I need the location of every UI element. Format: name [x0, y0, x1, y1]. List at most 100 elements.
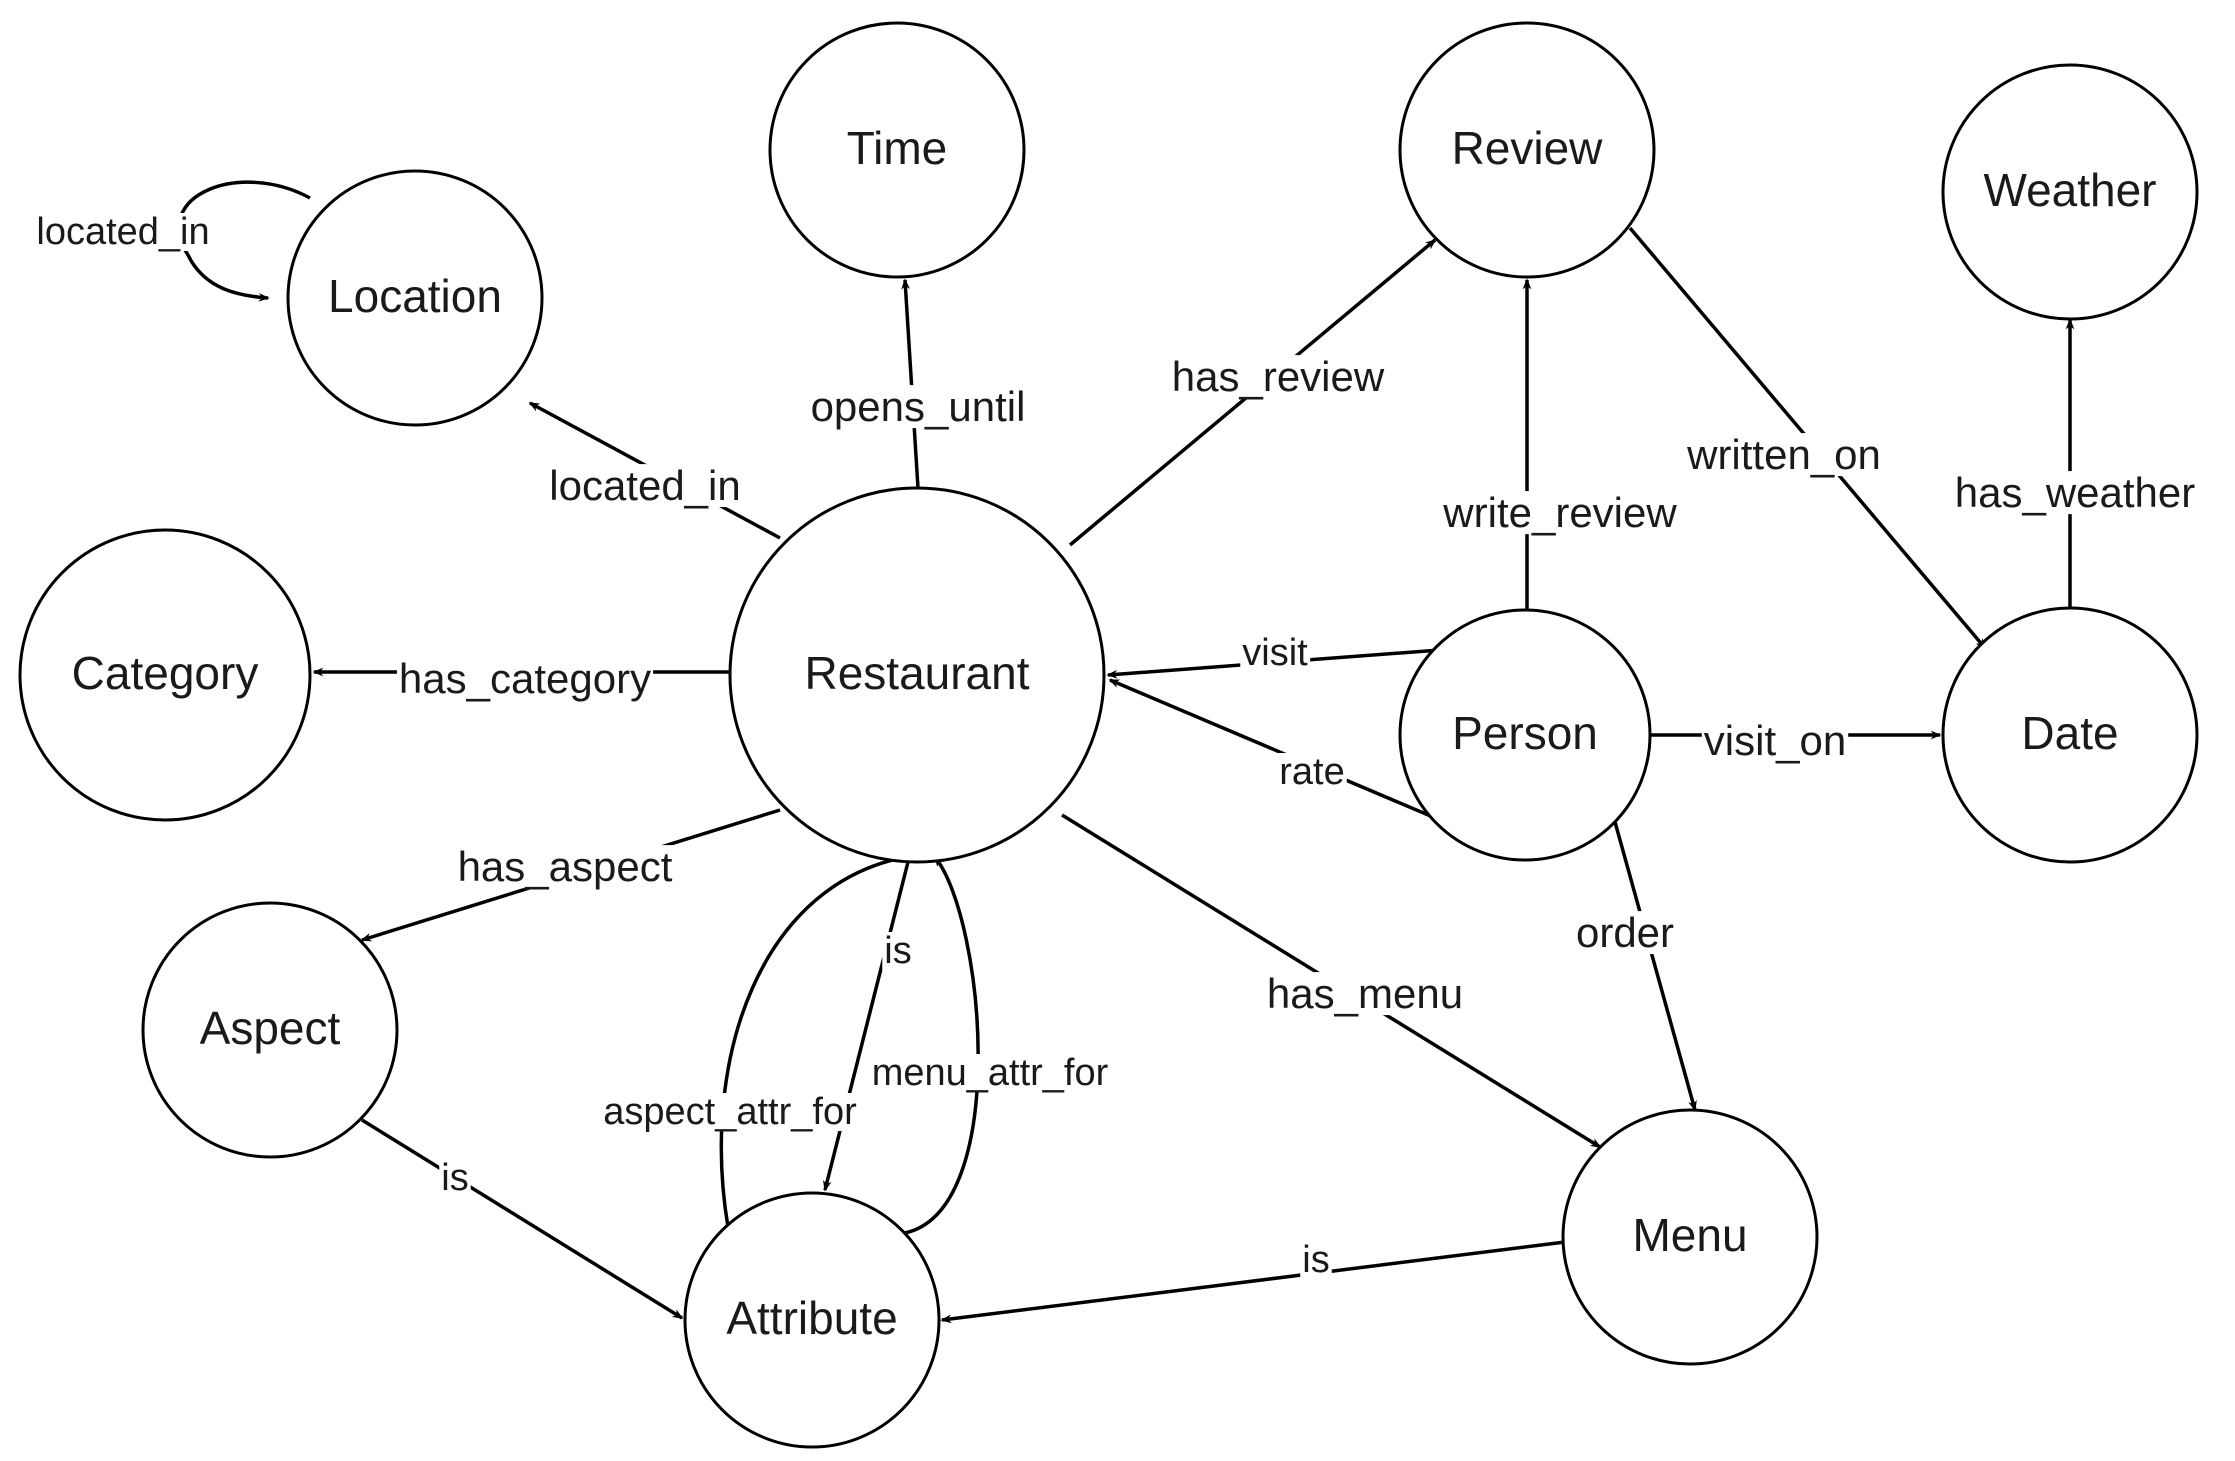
edge-label-aspect-attr: is	[441, 1157, 468, 1199]
edge-line-rest-time	[901, 278, 920, 489]
edge-label-rest-category: has_category	[399, 655, 651, 702]
node-menu: Menu	[1561, 1108, 1819, 1366]
node-label-person: Person	[1452, 707, 1598, 759]
edge-attr-aspect-attr-for	[719, 853, 914, 1228]
edge-label-group-attr-menu-attr-for: menu_attr_for	[869, 1052, 1111, 1094]
node-circle-review	[1398, 21, 1656, 279]
edge-label-person-rest-visit: visit	[1242, 632, 1308, 674]
node-category: Category	[18, 528, 312, 822]
edge-label-group-person-review: write_review	[1440, 489, 1680, 536]
edge-label-group-attr-aspect-attr-for: aspect_attr_for	[601, 1091, 860, 1133]
edge-label-bg-attr-rest-is	[882, 932, 914, 971]
node-weather: Weather	[1941, 63, 2199, 321]
edge-label-menu-attr: is	[1302, 1239, 1329, 1281]
edge-label-bg-rest-menu	[1264, 972, 1466, 1016]
edge-label-group-review-date: written_on	[1684, 431, 1883, 478]
node-circle-person	[1398, 608, 1652, 862]
node-label-date: Date	[2021, 707, 2118, 759]
node-label-aspect: Aspect	[200, 1002, 341, 1054]
edge-label-group-rest-loc: located_in	[547, 462, 743, 509]
edge-label-bg-person-rest-rate	[1277, 753, 1347, 792]
edge-person-menu	[1613, 821, 1697, 1112]
node-circle-date	[1941, 606, 2199, 864]
edge-line-attr-rest-is	[823, 861, 910, 1192]
edge-label-rest-loc: located_in	[549, 462, 740, 509]
edge-label-attr-menu-attr-for: menu_attr_for	[872, 1052, 1109, 1094]
node-label-category: Category	[72, 647, 259, 699]
edge-label-bg-person-date	[1701, 719, 1849, 763]
edge-label-rest-aspect: has_aspect	[458, 843, 673, 890]
edge-label-group-person-date: visit_on	[1701, 717, 1849, 764]
edge-line-attr-aspect-attr-for	[719, 853, 914, 1228]
node-circle-attribute	[683, 1191, 941, 1449]
edge-label-review-date: written_on	[1686, 431, 1881, 478]
edge-label-group-aspect-attr: is	[439, 1157, 471, 1199]
edge-line-person-rest-rate	[1108, 678, 1441, 822]
node-location: Location	[286, 169, 544, 427]
node-label-attribute: Attribute	[726, 1292, 897, 1344]
node-restaurant: Restaurant	[728, 486, 1106, 864]
node-label-menu: Menu	[1632, 1209, 1747, 1261]
edge-label-bg-attr-aspect-attr-for	[601, 1093, 860, 1132]
edge-line-person-menu	[1613, 821, 1697, 1112]
node-circle-aspect	[141, 901, 399, 1159]
edge-label-date-weather: has_weather	[1955, 469, 2196, 516]
edge-line-aspect-attr	[361, 1118, 684, 1320]
edge-attr-menu-attr-for	[904, 855, 980, 1235]
edge-label-group-rest-review: has_review	[1169, 353, 1387, 400]
node-person: Person	[1398, 608, 1652, 862]
edge-rest-time	[901, 278, 920, 489]
edge-label-person-menu: order	[1576, 909, 1674, 956]
edge-label-bg-person-menu	[1573, 911, 1677, 955]
edge-label-group-rest-menu: has_menu	[1264, 970, 1466, 1017]
edge-label-rest-time: opens_until	[811, 383, 1026, 430]
node-circle-time	[768, 21, 1026, 279]
edge-labels-layer: located_in located_in opens_until has_revie…	[34, 211, 2198, 1281]
node-review: Review	[1398, 21, 1656, 279]
edge-label-person-rest-rate: rate	[1279, 751, 1344, 793]
edge-label-bg-review-date	[1684, 433, 1883, 477]
edge-attr-rest-is	[823, 861, 910, 1192]
node-circle-location	[286, 169, 544, 427]
node-label-weather: Weather	[1983, 164, 2156, 216]
edge-label-bg-rest-review	[1169, 355, 1387, 399]
edge-label-group-date-weather: has_weather	[1952, 469, 2198, 516]
edge-label-bg-rest-time	[808, 385, 1028, 429]
edge-label-group-menu-attr: is	[1300, 1239, 1332, 1281]
edge-label-bg-loc-self	[34, 213, 212, 252]
edge-label-bg-rest-category	[396, 657, 654, 701]
edge-label-bg-rest-aspect	[455, 845, 675, 889]
node-attribute: Attribute	[683, 1191, 941, 1449]
node-label-location: Location	[328, 270, 502, 322]
edge-label-attr-rest-is: is	[884, 930, 911, 972]
edge-label-attr-aspect-attr-for: aspect_attr_for	[603, 1091, 857, 1133]
edge-label-bg-date-weather	[1952, 471, 2198, 515]
edge-label-bg-person-rest-visit	[1240, 634, 1311, 673]
edge-line-menu-attr	[940, 1240, 1566, 1324]
edge-menu-attr	[940, 1240, 1566, 1324]
edge-label-group-rest-category: has_category	[396, 655, 654, 702]
edge-label-group-person-menu: order	[1573, 909, 1677, 956]
edge-line-attr-menu-attr-for	[904, 855, 980, 1235]
edge-label-bg-aspect-attr	[439, 1159, 471, 1198]
edge-label-group-rest-time: opens_until	[808, 383, 1028, 430]
node-label-review: Review	[1452, 122, 1604, 174]
edge-label-person-date: visit_on	[1704, 717, 1846, 764]
edge-label-rest-menu: has_menu	[1267, 970, 1463, 1017]
edge-label-group-attr-rest-is: is	[882, 930, 914, 972]
node-circle-menu	[1561, 1108, 1819, 1366]
edge-person-rest-rate	[1108, 678, 1441, 822]
edge-label-group-person-rest-rate: rate	[1277, 751, 1347, 793]
edge-label-bg-rest-loc	[547, 464, 743, 508]
edge-label-loc-self: located_in	[36, 211, 209, 253]
node-date: Date	[1941, 606, 2199, 864]
node-circle-restaurant	[728, 486, 1106, 864]
edge-label-person-review: write_review	[1442, 489, 1677, 536]
node-time: Time	[768, 21, 1026, 279]
edge-label-rest-review: has_review	[1172, 353, 1385, 400]
node-aspect: Aspect	[141, 901, 399, 1159]
node-label-time: Time	[847, 122, 948, 174]
node-circle-category	[18, 528, 312, 822]
